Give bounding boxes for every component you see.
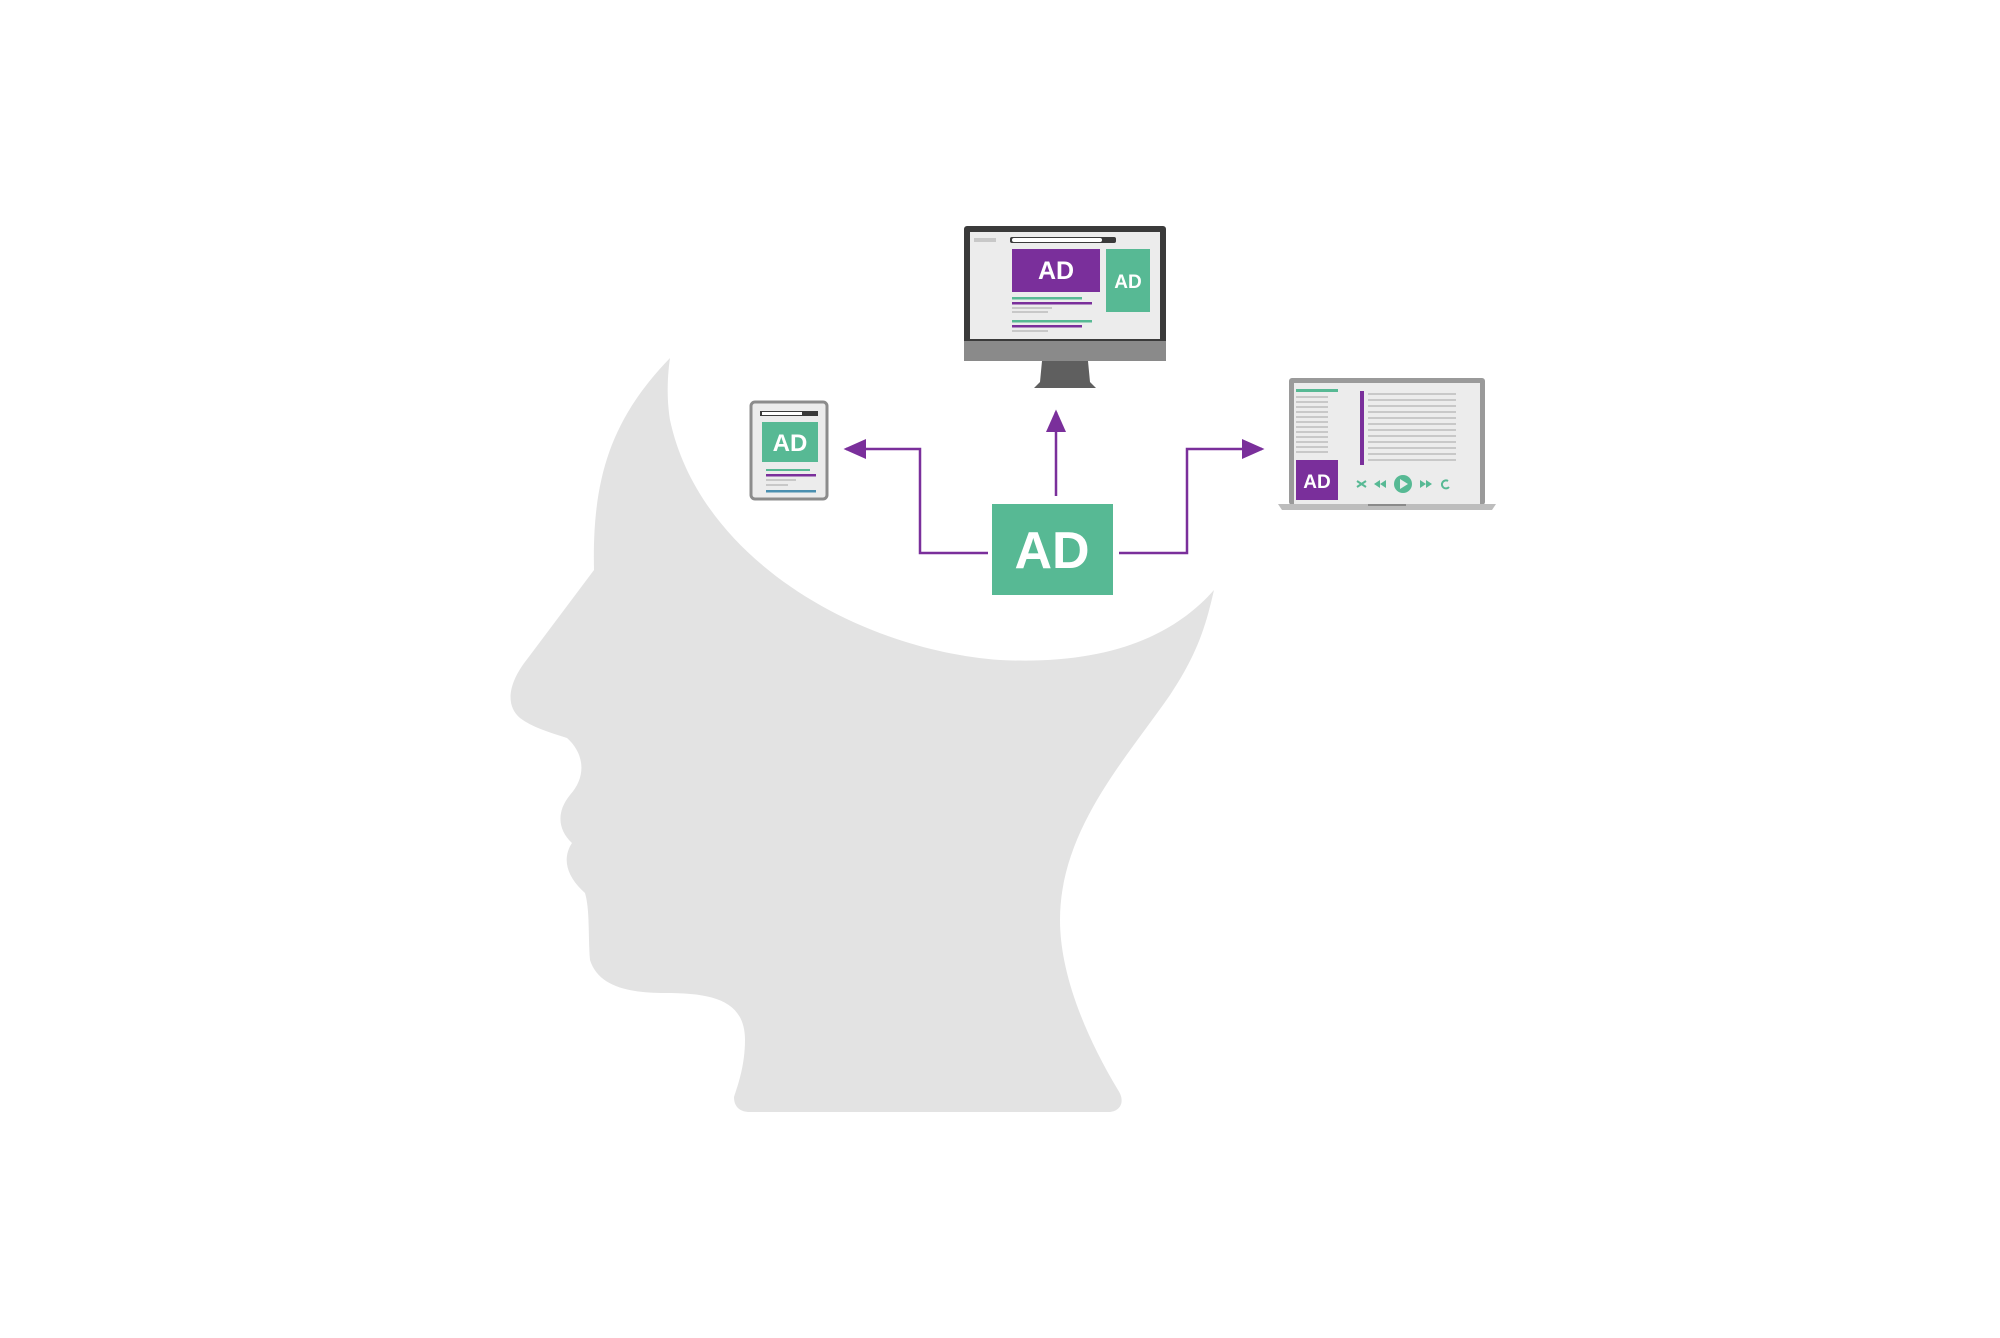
center-ad-badge: AD [992, 504, 1113, 595]
play-icon [1394, 475, 1412, 493]
repeat-icon [1440, 479, 1450, 490]
fast-forward-icon [1420, 480, 1432, 488]
desktop-monitor-icon: AD AD [964, 226, 1166, 388]
laptop-ad-label: AD [1303, 472, 1330, 493]
center-ad-label: AD [1014, 522, 1089, 580]
laptop-icon: AD [1278, 378, 1496, 510]
monitor-banner-ad-label: AD [1038, 257, 1074, 285]
arrow-to-tablet [843, 439, 988, 555]
player-controls [1356, 475, 1450, 493]
laptop-sidebar-lines [1296, 396, 1328, 453]
arrow-to-laptop [1119, 439, 1265, 555]
shuffle-icon [1356, 480, 1367, 488]
arrows [843, 409, 1265, 555]
head-silhouette [510, 358, 1214, 1112]
tablet-ad-label: AD [773, 430, 808, 457]
head-shape [510, 358, 1214, 1112]
monitor-side-ad-label: AD [1114, 272, 1141, 293]
laptop-playlist-lines [1368, 393, 1456, 461]
rewind-icon [1374, 480, 1386, 488]
tablet-icon: AD [749, 400, 829, 501]
